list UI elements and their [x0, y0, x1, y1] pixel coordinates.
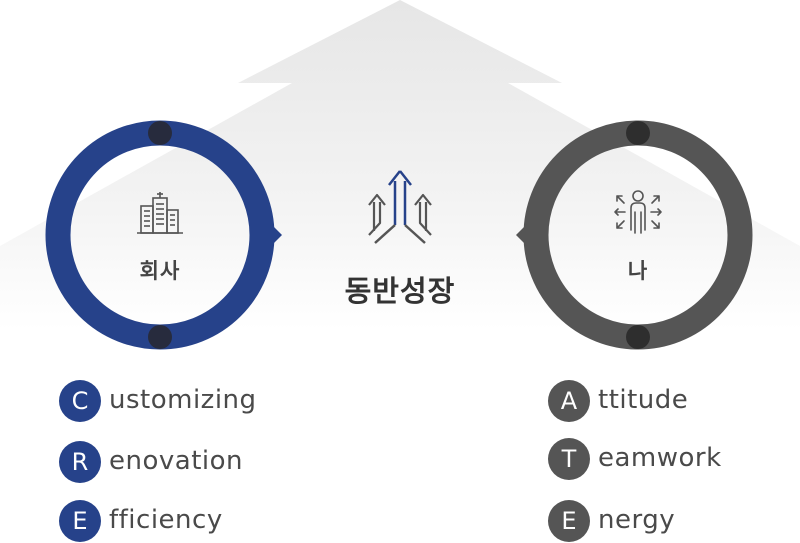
me-ring-bottom-knob [626, 325, 650, 349]
list-item: C ustomizing [59, 380, 319, 422]
arrows-converging-up-icon [368, 170, 432, 244]
value-word: fficiency [109, 505, 223, 535]
letter-badge: C [59, 380, 101, 422]
company-ring-shape [45, 120, 282, 350]
value-word: eamwork [598, 443, 722, 473]
company-ring-bottom-knob [148, 325, 172, 349]
list-item: A ttitude [548, 380, 800, 422]
value-word: ustomizing [109, 385, 257, 415]
me-ring: 나 [516, 120, 753, 350]
me-ring-top-knob [626, 121, 650, 145]
me-label: 나 [627, 259, 649, 283]
value-word: ttitude [598, 385, 689, 415]
value-word: enovation [109, 446, 244, 476]
me-ring-shape [516, 120, 753, 350]
center-title: 동반성장 [344, 274, 456, 308]
list-item: T eamwork [548, 438, 800, 480]
company-label: 회사 [139, 259, 181, 283]
list-item: E fficiency [59, 500, 319, 542]
letter-badge: R [59, 441, 101, 483]
list-item: E nergy [548, 500, 800, 542]
person-arrows-icon [614, 190, 662, 234]
letter-badge: T [548, 438, 590, 480]
company-ring-top-knob [148, 121, 172, 145]
buildings-icon [137, 192, 183, 234]
letter-badge: A [548, 380, 590, 422]
list-item: R enovation [59, 441, 319, 483]
letter-badge: E [548, 500, 590, 542]
value-word: nergy [598, 505, 676, 535]
letter-badge: E [59, 500, 101, 542]
company-ring: 회사 [45, 120, 282, 350]
